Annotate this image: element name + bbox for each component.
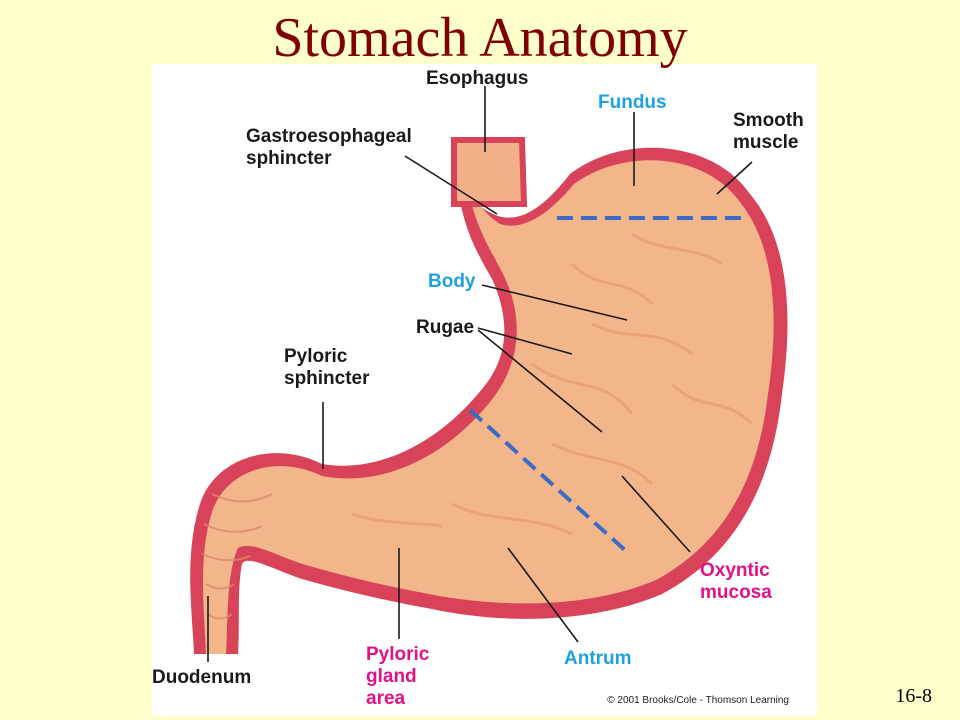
body-antrum-divider <box>468 408 629 554</box>
label-pyloric-sphincter: Pyloric sphincter <box>284 346 370 389</box>
label-smooth-muscle: Smooth muscle <box>733 110 804 153</box>
label-oxyntic-mucosa: Oxyntic mucosa <box>700 560 772 603</box>
slide-number: 16-8 <box>895 685 932 707</box>
label-gastroesophageal-sphincter: Gastroesophageal sphincter <box>246 126 412 169</box>
rugae-folds <box>351 232 754 536</box>
stomach-illustration <box>190 86 788 662</box>
leader-lines <box>207 86 753 662</box>
label-body: Body <box>428 271 476 292</box>
slide-title: Stomach Anatomy <box>272 7 688 69</box>
label-antrum: Antrum <box>564 648 632 669</box>
esophagus-tube <box>451 137 528 207</box>
duodenum-folds <box>201 493 273 620</box>
label-rugae: Rugae <box>416 317 475 338</box>
label-pyloric-gland-area: Pyloric gland area <box>366 644 430 709</box>
label-duodenum: Duodenum <box>152 667 252 688</box>
label-fundus: Fundus <box>598 92 667 113</box>
stomach-diagram: Esophagus Fundus Smooth muscle Gastroeso… <box>152 64 817 716</box>
label-esophagus: Esophagus <box>426 68 529 89</box>
copyright-notice: © 2001 Brooks/Cole - Thomson Learning <box>607 695 789 706</box>
stomach-inner-tissue <box>203 144 774 654</box>
